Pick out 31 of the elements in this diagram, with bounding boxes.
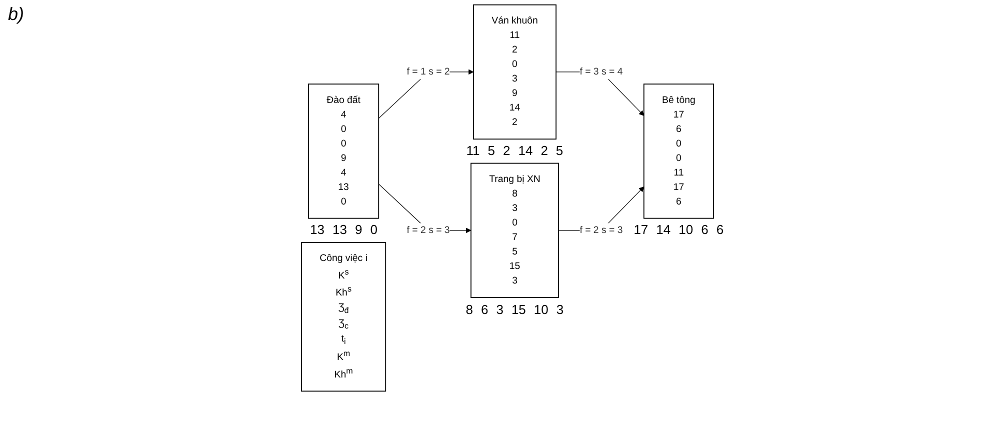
node-box: Bê tông 17 6 0 0 11 17 6 — [643, 84, 714, 219]
edge-label: f = 3 s = 4 — [580, 66, 623, 77]
time-value: 10 — [534, 302, 548, 317]
time-value: 13 — [310, 222, 324, 238]
time-value: 6 — [701, 222, 708, 238]
panel-label: b) — [8, 4, 24, 24]
time-value: 6 — [716, 222, 724, 238]
time-value: 6 — [480, 302, 488, 317]
time-value: 0 — [370, 222, 378, 238]
time-value: 3 — [556, 302, 564, 317]
time-value: 2 — [502, 143, 510, 158]
time-value: 10 — [678, 222, 694, 238]
time-value: 9 — [354, 222, 362, 238]
node-box: Trang bị XN 8 3 0 7 5 15 3 — [470, 162, 559, 298]
time-value: 5 — [556, 143, 564, 158]
node-box: Ván khuôn 11 2 0 3 9 14 2 — [473, 4, 556, 140]
time-value: 15 — [511, 302, 526, 317]
time-value: 8 — [466, 302, 473, 317]
time-value: 13 — [332, 222, 347, 238]
time-value: 17 — [634, 222, 648, 238]
node-box: Đào đất 4 0 0 9 4 13 0 — [308, 84, 380, 219]
time-value: 11 — [466, 143, 480, 158]
edge-label: f = 2 s = 3 — [406, 224, 450, 236]
node-box: Công việc i K$^{s}$ Kh$^{s}$ Ʒ$_{đ}$ Ʒ$_{c}$ t$_{i}$ K$^{m}$ Kh$^{m}$ — [301, 242, 386, 392]
time-value: 14 — [656, 222, 671, 238]
edge-label: f = 2 s = 3 — [580, 224, 623, 236]
time-value: 5 — [488, 143, 495, 158]
time-value: 2 — [540, 143, 548, 158]
time-value: 3 — [496, 302, 504, 317]
edge-label: f = 1 s = 2 — [406, 66, 450, 77]
time-value: 14 — [518, 143, 533, 158]
